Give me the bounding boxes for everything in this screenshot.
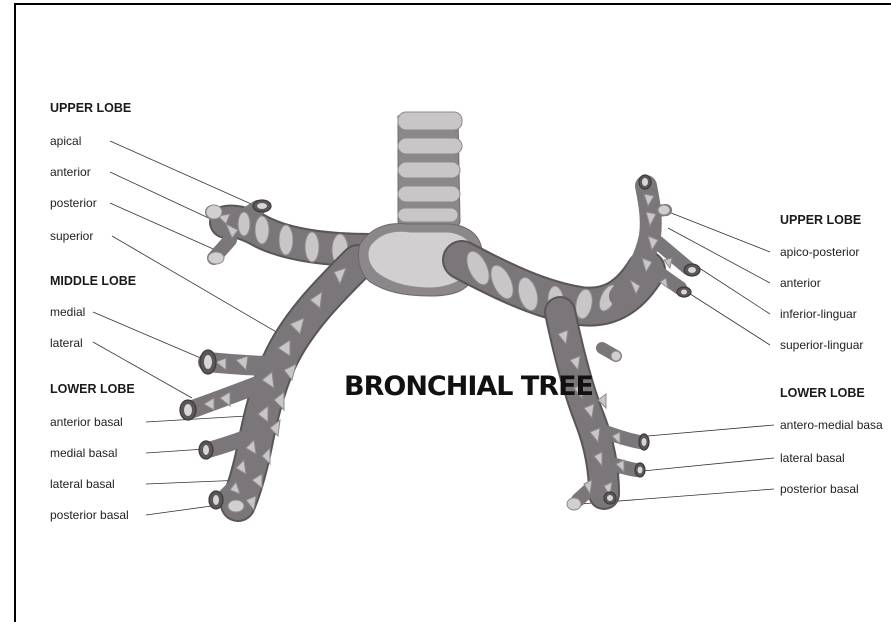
label-apical: apical — [50, 134, 81, 148]
left-upper-lobe-heading: UPPER LOBE — [50, 101, 131, 115]
label-anterior-basal: anterior basal — [50, 415, 123, 429]
label-lateral-basal: lateral basal — [50, 477, 115, 491]
left-lower-trunk — [180, 262, 358, 512]
label-posterior: posterior — [50, 196, 97, 210]
label-right-anterior: anterior — [780, 276, 821, 290]
right-lower-trunk — [558, 312, 649, 510]
label-medial: medial — [50, 305, 85, 319]
label-apico-posterior: apico-posterior — [780, 245, 859, 259]
label-antero-medial-basal: antero-medial basa — [780, 418, 883, 432]
leader-apical — [110, 141, 258, 207]
leader-superior — [112, 236, 290, 340]
leader-apico-posterior — [656, 207, 770, 252]
left-lower-lobe-heading: LOWER LOBE — [50, 382, 135, 396]
diagram-title: BRONCHIAL TREE — [344, 371, 593, 402]
label-medial-basal: medial basal — [50, 446, 117, 460]
label-left-anterior: anterior — [50, 165, 91, 179]
trachea — [398, 112, 462, 232]
leader-antero-medial-basal — [636, 425, 774, 437]
left-middle-lobe-heading: MIDDLE LOBE — [50, 274, 136, 288]
leader-medial — [93, 312, 210, 362]
right-upper-lobe-heading: UPPER LOBE — [780, 213, 861, 227]
right-upper-lobe-branch — [620, 175, 700, 297]
leader-superior-linguar — [684, 290, 770, 345]
label-lateral: lateral — [50, 336, 83, 350]
label-inferior-linguar: inferior-linguar — [780, 307, 857, 321]
label-superior: superior — [50, 229, 93, 243]
label-right-lateral-basal: lateral basal — [780, 451, 845, 465]
right-lower-lobe-heading: LOWER LOBE — [780, 386, 865, 400]
label-right-posterior-basal: posterior basal — [780, 482, 859, 496]
label-posterior-basal: posterior basal — [50, 508, 129, 522]
leader-inferior-linguar — [690, 262, 770, 314]
bronchial-tree — [180, 112, 700, 512]
label-superior-linguar: superior-linguar — [780, 338, 863, 352]
